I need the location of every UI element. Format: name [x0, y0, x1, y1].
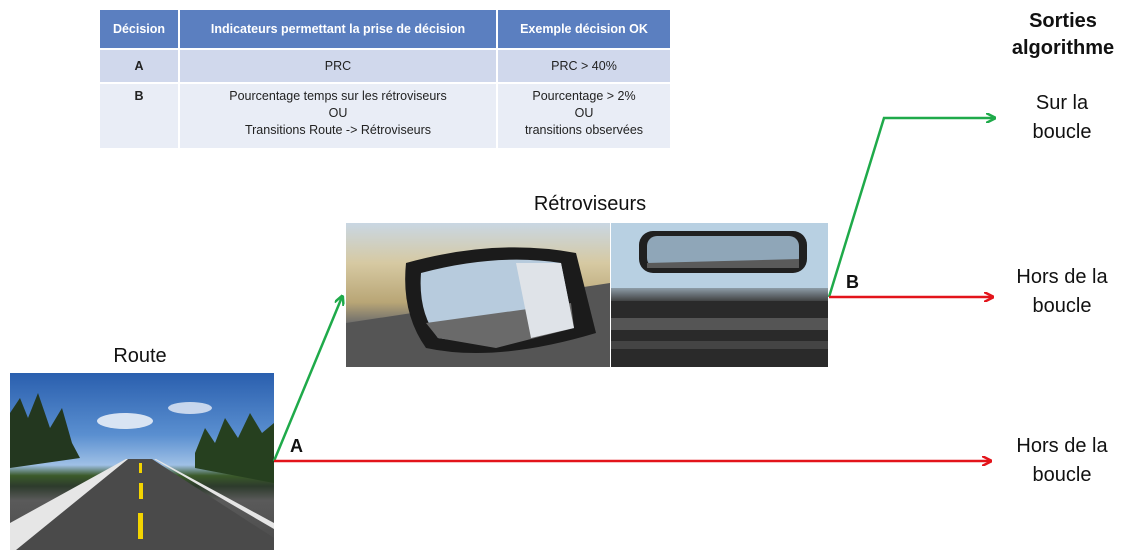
table-header-row: Décision Indicateurs permettant la prise…	[100, 10, 670, 48]
output-out-loop-b-line1: Hors de la	[1016, 266, 1108, 288]
output-in-loop: Sur la boucle	[1000, 89, 1121, 147]
output-out-loop-b: Hors de la boucle	[1000, 263, 1121, 321]
example-line: Pourcentage > 2%	[532, 89, 636, 103]
road-photo	[10, 373, 274, 550]
decision-table: Décision Indicateurs permettant la prise…	[98, 10, 672, 148]
outputs-header-line1: Sorties	[1029, 10, 1097, 32]
table-cell-example: PRC > 40%	[498, 48, 670, 82]
output-in-loop-line2: boucle	[1032, 121, 1092, 143]
decision-a-label: A	[290, 436, 303, 456]
table-cell-indicator: Pourcentage temps sur les rétroviseurs O…	[180, 82, 496, 148]
table-row: B Pourcentage temps sur les rétroviseurs…	[100, 82, 670, 148]
table-cell-example: Pourcentage > 2% OU transitions observée…	[498, 82, 670, 148]
output-out-loop-b-line2: boucle	[1032, 295, 1092, 317]
table-cell-indicator: PRC	[180, 48, 496, 82]
arrow-route-to-mirrors	[272, 297, 342, 462]
output-in-loop-line1: Sur la	[1035, 92, 1089, 114]
route-label: Route	[113, 345, 167, 367]
example-line: PRC > 40%	[551, 59, 617, 73]
output-out-loop-a: Hors de la boucle	[1000, 432, 1121, 490]
table-cell-decision: B	[100, 82, 178, 148]
output-out-loop-a-line2: boucle	[1032, 464, 1092, 486]
outputs-header-line2: algorithme	[1011, 37, 1115, 59]
example-line: OU	[574, 106, 594, 120]
indicator-line: Pourcentage temps sur les rétroviseurs	[229, 89, 447, 103]
indicator-line: OU	[328, 106, 348, 120]
table-header-decision: Décision	[100, 10, 178, 48]
rearview-mirror-photo	[611, 223, 828, 367]
table-header-indicators: Indicateurs permettant la prise de décis…	[180, 10, 496, 48]
table-header-example: Exemple décision OK	[498, 10, 670, 48]
side-mirror-photo	[346, 223, 610, 367]
example-line: transitions observées	[524, 123, 644, 137]
table-cell-decision: A	[100, 48, 178, 82]
retroviseurs-label: Rétroviseurs	[533, 193, 647, 215]
decision-b-label: B	[846, 272, 859, 292]
outputs-header: Sorties algorithme	[1005, 8, 1121, 62]
arrow-mirrors-in-loop	[827, 118, 994, 298]
output-out-loop-a-line1: Hors de la	[1016, 435, 1108, 457]
table-row: A PRC PRC > 40%	[100, 48, 670, 82]
indicator-line: PRC	[324, 59, 352, 73]
indicator-line: Transitions Route -> Rétroviseurs	[244, 123, 432, 137]
